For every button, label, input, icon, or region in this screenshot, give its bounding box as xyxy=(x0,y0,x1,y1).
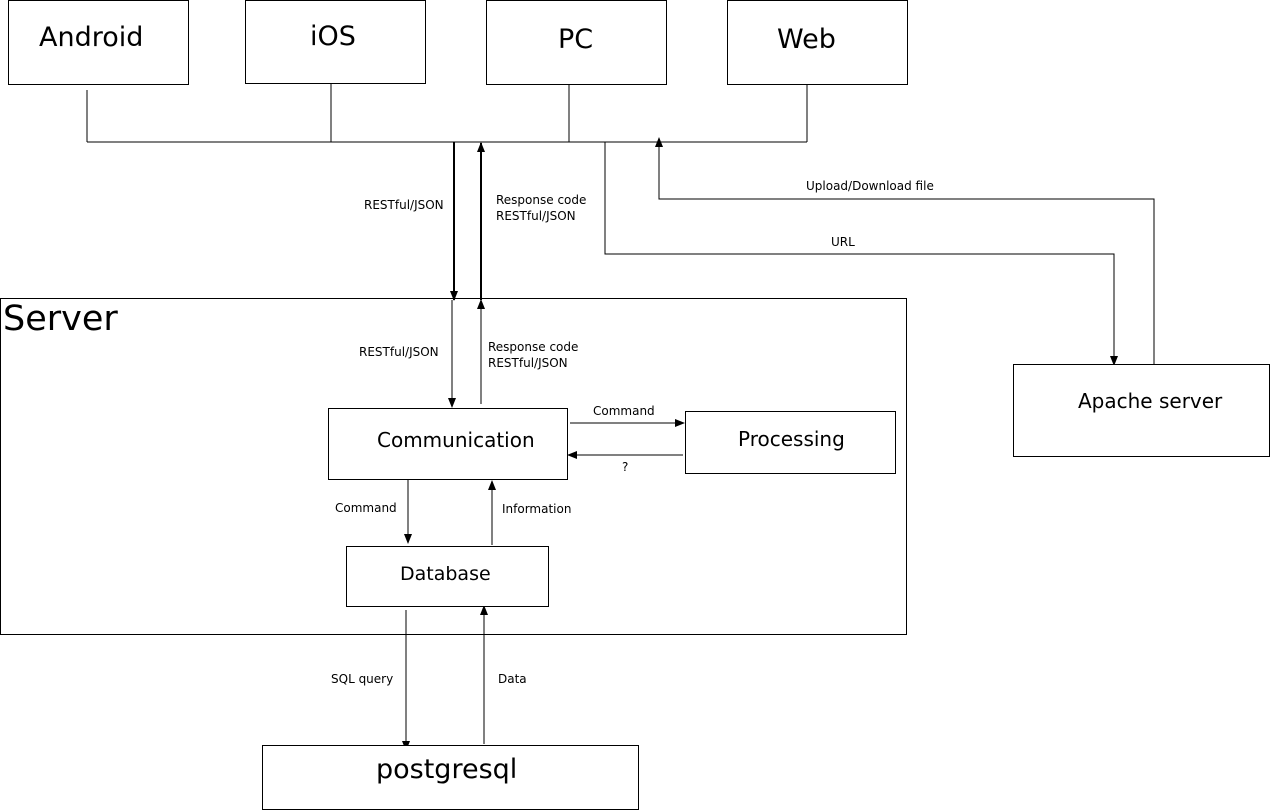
web-label: Web xyxy=(777,24,836,55)
database-label: Database xyxy=(400,563,491,585)
database-box: Database xyxy=(346,546,549,607)
ios-box: iOS xyxy=(245,0,426,84)
pc-label: PC xyxy=(558,24,594,55)
data-label: Data xyxy=(498,672,527,686)
inner-restful-down-label: RESTful/JSON xyxy=(359,345,439,359)
web-box: Web xyxy=(727,0,908,85)
apache-server-box: Apache server xyxy=(1013,364,1270,457)
ios-label: iOS xyxy=(310,21,356,52)
url-label: URL xyxy=(831,235,855,249)
server-container: Server xyxy=(0,298,907,635)
upload-download-label: Upload/Download file xyxy=(806,179,934,193)
android-label: Android xyxy=(39,22,144,53)
android-box: Android xyxy=(8,0,189,85)
upload-download-arrow xyxy=(655,137,1155,364)
processing-box: Processing xyxy=(685,411,896,474)
postgresql-box: postgresql xyxy=(262,745,639,810)
restful-down-label: RESTful/JSON xyxy=(364,198,444,212)
information-label: Information xyxy=(502,502,572,516)
inner-response-restful-label: RESTful/JSON xyxy=(488,356,568,370)
processing-return-label: ? xyxy=(622,460,629,474)
pc-box: PC xyxy=(486,0,667,85)
command-to-db-label: Command xyxy=(335,501,397,515)
command-to-processing-label: Command xyxy=(593,404,655,418)
communication-label: Communication xyxy=(377,428,535,452)
response-code-label-1: Response code xyxy=(496,193,587,207)
apache-server-label: Apache server xyxy=(1078,389,1223,413)
response-restful-label-1: RESTful/JSON xyxy=(496,209,576,223)
postgresql-label: postgresql xyxy=(376,754,518,785)
sql-query-label: SQL query xyxy=(331,672,394,686)
server-title: Server xyxy=(3,299,118,339)
inner-response-code-label: Response code xyxy=(488,340,579,354)
communication-box: Communication xyxy=(328,408,568,480)
url-arrow xyxy=(604,142,1118,366)
processing-label: Processing xyxy=(738,427,845,451)
